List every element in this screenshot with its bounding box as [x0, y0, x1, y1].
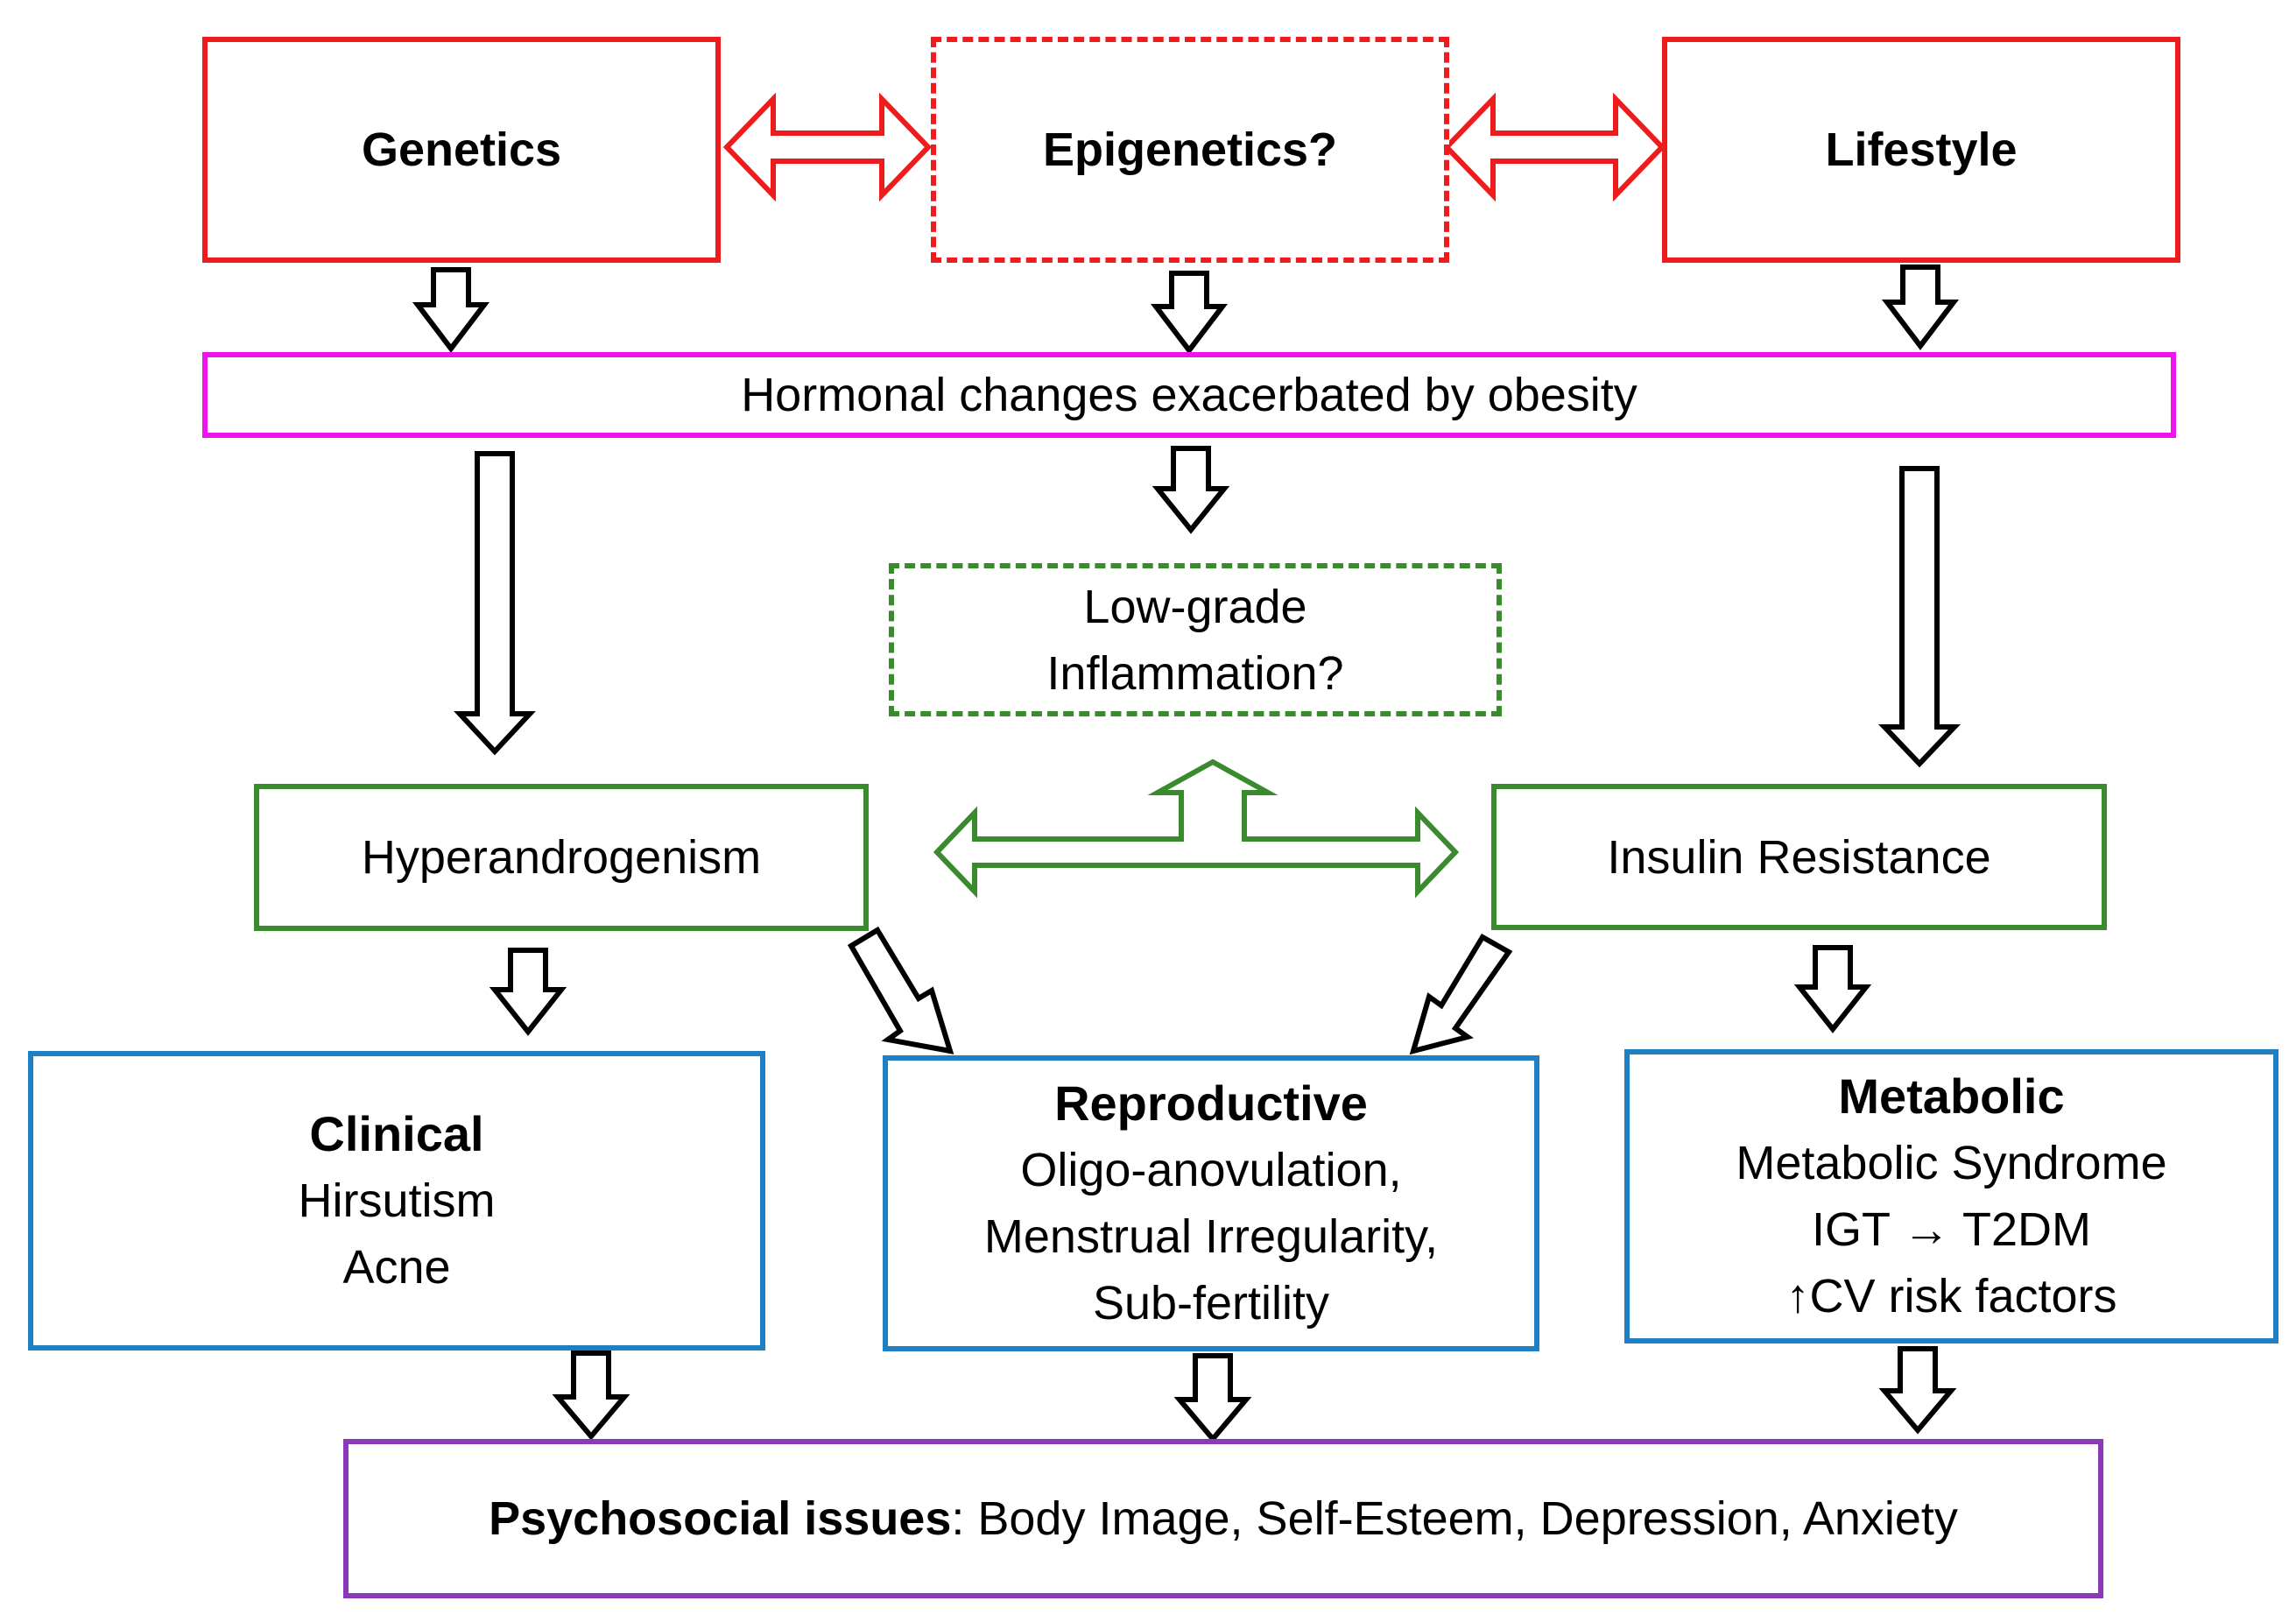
arrow-reproductive-to-psychosocial	[1173, 1353, 1252, 1443]
metabolic-item: IGT → T2DM	[1811, 1203, 2092, 1256]
epigenetics-box: Epigenetics?	[931, 37, 1449, 263]
psychosocial-box: Psychosocial issues : Body Image, Self-E…	[343, 1439, 2103, 1598]
arrow-hormonal-to-inflammation	[1152, 446, 1230, 534]
lifestyle-box: Lifestyle	[1662, 37, 2180, 263]
genetics-box: Genetics	[202, 37, 721, 263]
reproductive-box: Reproductive Oligo-anovulation, Menstrua…	[883, 1055, 1539, 1351]
metabolic-item: Metabolic Syndrome	[1736, 1137, 2167, 1189]
clinical-title: Clinical	[309, 1106, 484, 1161]
epigenetics-label: Epigenetics?	[1042, 123, 1338, 176]
metabolic-item: ↑CV risk factors	[1785, 1270, 2117, 1322]
arrow-insulin-to-metabolic	[1793, 945, 1872, 1033]
arrow-insulin-to-reproductive	[1409, 933, 1513, 1055]
arrow-metabolic-to-psychosocial	[1878, 1346, 1957, 1435]
hormonal-changes-label: Hormonal changes exacerbated by obesity	[741, 369, 1637, 421]
lifestyle-label: Lifestyle	[1825, 123, 2018, 176]
double-arrow-genetics-epigenetics	[722, 92, 933, 202]
reproductive-item: Menstrual Irregularity,	[983, 1210, 1439, 1263]
inflammation-box: Low-grade Inflammation?	[889, 563, 1502, 716]
hormonal-changes-box: Hormonal changes exacerbated by obesity	[202, 352, 2176, 438]
hyperandrogenism-box: Hyperandrogenism	[254, 784, 869, 931]
arrow-hormonal-to-insulin	[1878, 466, 1961, 768]
reproductive-title: Reproductive	[1054, 1075, 1368, 1131]
clinical-item: Acne	[342, 1241, 451, 1294]
psychosocial-text: : Body Image, Self-Esteem, Depression, A…	[951, 1492, 1958, 1545]
arrow-hormonal-to-hyperandrogenism	[454, 451, 536, 756]
arrow-epigenetics-to-hormonal	[1150, 271, 1229, 355]
insulin-resistance-label: Insulin Resistance	[1607, 830, 1991, 884]
clinical-item: Hirsutism	[298, 1174, 496, 1227]
reproductive-item: Oligo-anovulation,	[1020, 1144, 1402, 1196]
triple-arrow-hyperandrogenism-inflammation-insulin	[933, 758, 1460, 899]
arrow-lifestyle-to-hormonal	[1881, 264, 1960, 350]
arrow-hyperandrogenism-to-reproductive	[847, 926, 954, 1054]
genetics-label: Genetics	[361, 123, 562, 176]
hyperandrogenism-label: Hyperandrogenism	[361, 831, 762, 884]
arrow-hyperandrogenism-to-clinical	[489, 948, 567, 1036]
inflammation-line-2: Inflammation?	[1046, 646, 1344, 700]
metabolic-title: Metabolic	[1838, 1068, 2065, 1124]
arrow-clinical-to-psychosocial	[552, 1350, 630, 1441]
arrow-genetics-to-hormonal	[412, 267, 490, 353]
insulin-resistance-box: Insulin Resistance	[1491, 784, 2107, 930]
double-arrow-epigenetics-lifestyle	[1442, 92, 1666, 202]
clinical-box: Clinical Hirsutism Acne	[28, 1051, 765, 1350]
metabolic-box: Metabolic Metabolic Syndrome IGT → T2DM …	[1624, 1049, 2278, 1343]
inflammation-line-1: Low-grade	[1083, 580, 1307, 633]
reproductive-item: Sub-fertility	[1092, 1277, 1330, 1329]
psychosocial-title: Psychosocial issues	[489, 1492, 952, 1545]
